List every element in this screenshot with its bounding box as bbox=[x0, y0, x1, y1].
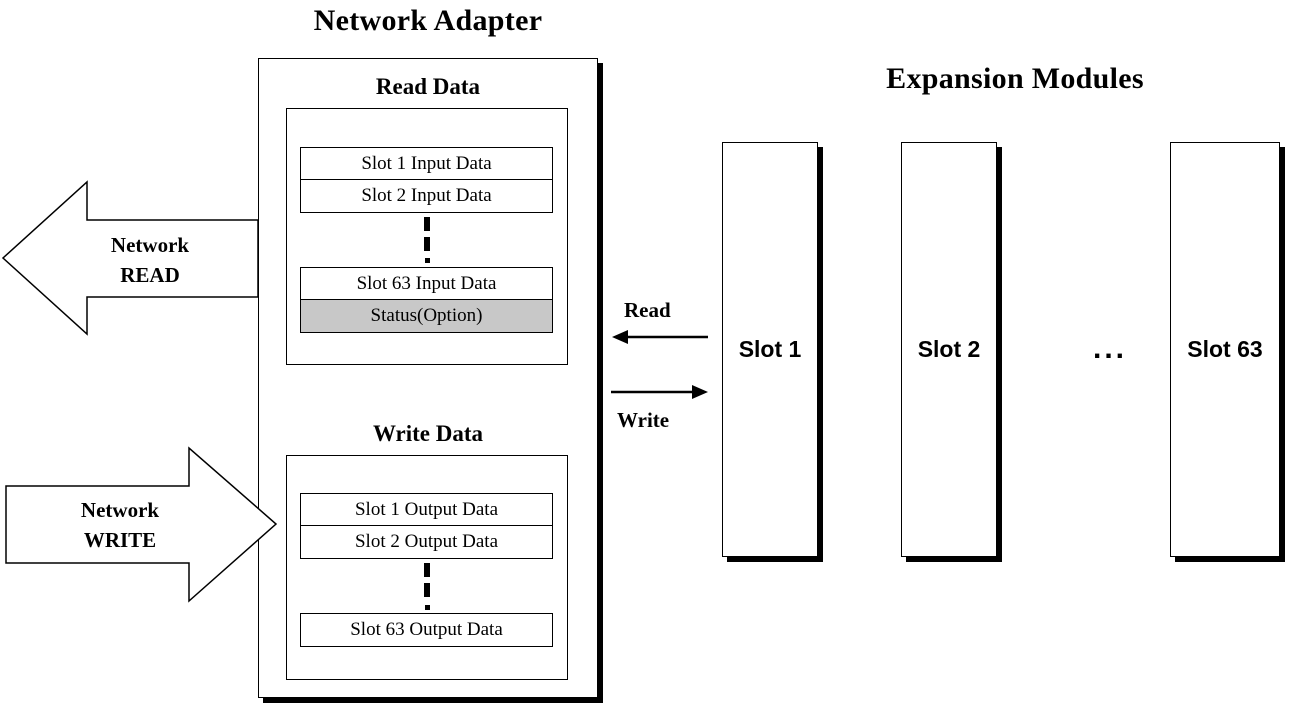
write-continuation-dash-2 bbox=[424, 583, 430, 597]
expansion-ellipsis: ... bbox=[1093, 332, 1128, 365]
bus-write-label: Write bbox=[617, 408, 670, 432]
read-row-status: Status(Option) bbox=[300, 299, 553, 333]
read-continuation-dash-2 bbox=[424, 237, 430, 251]
expansion-slot-63-label: Slot 63 bbox=[1187, 336, 1263, 362]
read-continuation-dot bbox=[425, 258, 430, 263]
write-data-title: Write Data bbox=[372, 421, 484, 446]
network-read-label: Network READ bbox=[90, 230, 210, 290]
bus-read-label: Read bbox=[624, 298, 671, 322]
write-continuation-dash-1 bbox=[424, 563, 430, 577]
read-row-slot-63: Slot 63 Input Data bbox=[300, 267, 553, 301]
write-row-slot-63: Slot 63 Output Data bbox=[300, 613, 553, 647]
bus-read-arrow bbox=[612, 330, 708, 344]
write-row-slot-1: Slot 1 Output Data bbox=[300, 493, 553, 527]
expansion-modules-title: Expansion Modules bbox=[886, 62, 1144, 95]
write-continuation-dot bbox=[425, 605, 430, 610]
network-read-line1: Network bbox=[110, 233, 190, 257]
expansion-slot-2: Slot 2 bbox=[901, 142, 997, 557]
network-write-line1: Network bbox=[80, 498, 160, 522]
network-write-arrow bbox=[5, 446, 278, 603]
expansion-slot-1: Slot 1 bbox=[722, 142, 818, 557]
expansion-slot-1-label: Slot 1 bbox=[738, 336, 802, 362]
read-row-slot-2: Slot 2 Input Data bbox=[300, 179, 553, 213]
write-row-slot-2: Slot 2 Output Data bbox=[300, 525, 553, 559]
expansion-slot-2-label: Slot 2 bbox=[917, 336, 981, 362]
network-write-line2: WRITE bbox=[83, 528, 157, 552]
network-adapter-title: Network Adapter bbox=[313, 4, 543, 37]
network-read-line2: READ bbox=[120, 263, 180, 287]
bus-write-arrow bbox=[611, 385, 708, 399]
network-read-arrow bbox=[1, 180, 259, 336]
network-write-label: Network WRITE bbox=[60, 495, 180, 555]
read-data-title: Read Data bbox=[375, 74, 481, 99]
expansion-slot-63: Slot 63 bbox=[1170, 142, 1280, 557]
read-row-slot-1: Slot 1 Input Data bbox=[300, 147, 553, 181]
read-continuation-dash-1 bbox=[424, 217, 430, 231]
